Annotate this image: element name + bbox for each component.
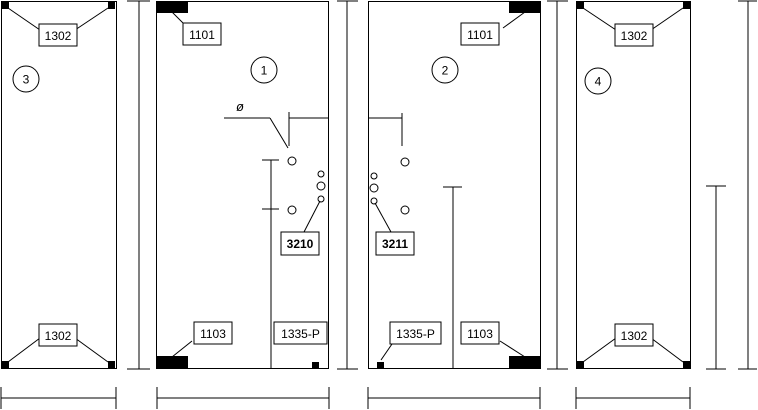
panel-2-bottom-right-label-box (460, 321, 500, 345)
panel-1-hole (287, 156, 297, 166)
panel-3-bottom-label: 1302 (45, 329, 72, 343)
panel-2-bottom-right-label: 1103 (467, 327, 493, 341)
panel-1-bottom-right-label-box (273, 321, 328, 345)
panel-2-hole (400, 157, 410, 167)
panel-3-dimensions (0, 0, 150, 409)
panel-4-fitting-top-right (683, 2, 690, 9)
panel-1-hinge-hole (316, 181, 326, 191)
panel-1-leader (171, 340, 193, 358)
panel-1-dimensions (156, 0, 358, 409)
panel-2-bottom-patch-fitting (509, 356, 540, 368)
panel-3-fitting-bottom-right (108, 361, 115, 368)
panel-2-top-patch-fitting (509, 2, 540, 13)
panel-1-top-label: 1101 (189, 28, 215, 42)
panel-3-number: 3 (23, 73, 30, 87)
panel-1-bottom-left-label: 1103 (200, 327, 226, 341)
panel-2-number-circle (431, 56, 459, 84)
panel-3-leader (7, 7, 41, 31)
panel-4-top-label: 1302 (621, 29, 648, 43)
panel-2-lock-fitting (377, 362, 384, 368)
panel-4: 1302 1302 4 (576, 1, 691, 369)
panel-1-hinge-label-box (280, 231, 320, 256)
panel-4-top-label-box (614, 23, 654, 47)
panel-2-number: 2 (442, 64, 449, 78)
panel-2-hinge-hole (370, 197, 378, 205)
panel-1-number: 1 (261, 64, 268, 78)
panel-4-leader (582, 7, 617, 31)
panel-1-outline (156, 1, 329, 369)
panel-4-leader (650, 7, 684, 31)
panel-3-outline (1, 1, 117, 369)
panel-3-fitting-top-left (2, 2, 9, 9)
panel-1-top-patch-fitting (157, 2, 188, 13)
panel-2-top-label: 1101 (467, 28, 493, 42)
panel-4-dimensions (575, 0, 757, 409)
panel-4-fitting-top-left (577, 2, 584, 9)
panel-4-fitting-bottom-right (683, 361, 690, 368)
panel-4-number: 4 (595, 75, 602, 89)
panel-4-leader (650, 337, 684, 363)
panel-4-number-circle (584, 67, 612, 95)
panel-2-hinge-hole (369, 183, 379, 193)
panel-2-hinge-hole (370, 172, 378, 180)
panel-1-top-label-box (182, 22, 222, 46)
panel-3-number-circle (12, 65, 40, 93)
diameter-symbol: ø (236, 99, 244, 114)
panel-1-number-circle (250, 56, 278, 84)
panel-3-bottom-label-box (38, 323, 78, 347)
panel-2-dimensions (367, 0, 568, 409)
panel-1-hinge-hole (317, 170, 325, 178)
panel-1-lock-fitting (312, 362, 319, 368)
panel-1-hole (287, 205, 297, 215)
panel-2-leader (502, 11, 526, 29)
panel-1-hinge-hole (317, 195, 325, 203)
panel-3-leader (7, 337, 41, 363)
panel-2-outline (368, 1, 541, 369)
panel-1-bottom-patch-fitting (157, 356, 188, 368)
panel-2-hinge-leader (374, 202, 392, 233)
panel-3-top-label: 1302 (45, 29, 72, 43)
panel-2-hinge-label-box (375, 231, 415, 256)
panel-4-bottom-label-box (614, 323, 654, 347)
diameter-leader (269, 117, 289, 149)
panel-4-leader (582, 337, 617, 363)
panel-2-hole (400, 205, 410, 215)
panel-4-outline (576, 1, 691, 369)
panel-2-hinge-label: 3211 (382, 237, 408, 251)
panel-1-bottom-right-label: 1335-P (281, 327, 320, 341)
panel-1-hinge-label: 3210 (287, 237, 314, 251)
panel-3-leader (74, 337, 109, 363)
panel-4-bottom-label: 1302 (621, 329, 648, 343)
panel-3-fitting-top-right (108, 2, 115, 9)
panel-1-bottom-left-label-box (193, 321, 233, 345)
panel-1: 1101 1103 1335-P 1 ø 3210 (156, 1, 329, 369)
panel-2-bottom-left-label-box (389, 321, 442, 345)
panel-2-leader (499, 340, 526, 358)
panel-1-hinge-leader (303, 200, 321, 233)
panel-2-bottom-left-label: 1335-P (396, 327, 435, 341)
panel-3: 1302 1302 3 (1, 1, 117, 369)
panel-3-fitting-bottom-left (2, 361, 9, 368)
panel-2-leader (380, 343, 393, 361)
panel-3-leader (74, 7, 109, 31)
panel-2: 1101 1335-P 1103 2 3211 (368, 1, 541, 369)
panel-3-top-label-box (38, 23, 78, 47)
panel-4-fitting-bottom-left (577, 361, 584, 368)
panel-2-top-label-box (460, 22, 500, 46)
